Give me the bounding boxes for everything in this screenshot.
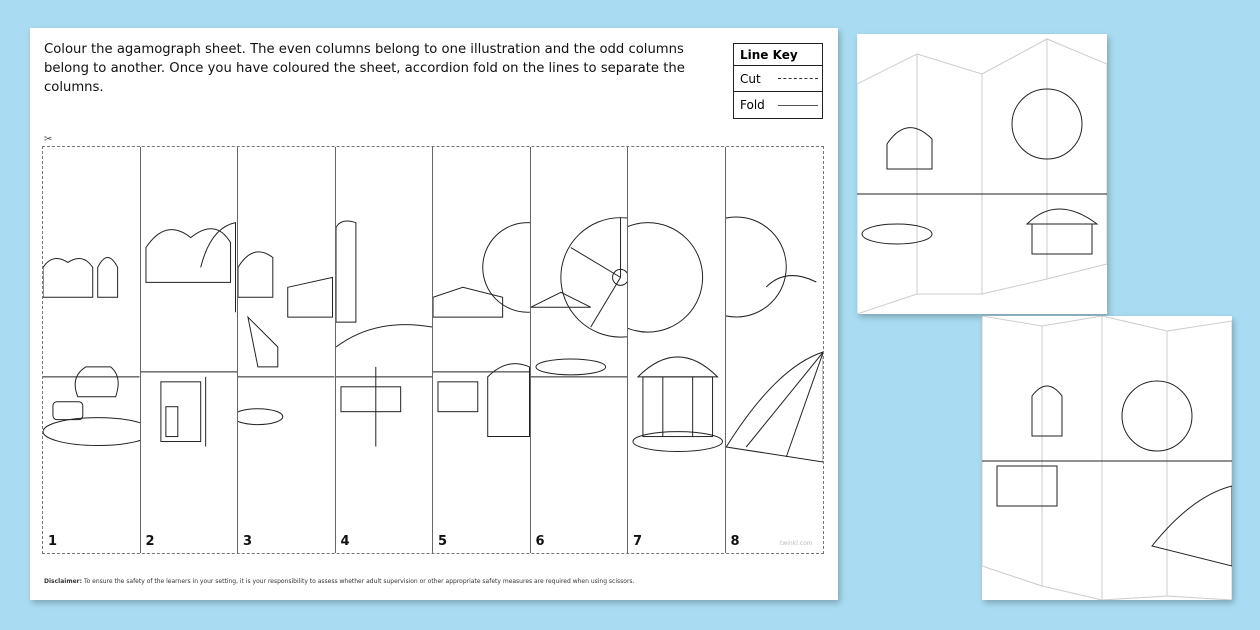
column-number: 5 <box>438 534 448 549</box>
column-number: 3 <box>243 534 253 549</box>
column-number: 2 <box>145 534 155 549</box>
column-4: 4 <box>335 147 433 553</box>
disclaimer-label: Disclaimer: <box>44 578 83 585</box>
column-8: 8 <box>725 147 823 553</box>
column-number: 7 <box>633 534 643 549</box>
column-5: 5 <box>433 147 531 553</box>
fairground-preview-illustration <box>982 316 1232 600</box>
folded-preview-bottom <box>982 316 1232 600</box>
agamograph-sheet: Colour the agamograph sheet. The even co… <box>30 28 838 600</box>
column-2: 2 <box>140 147 238 553</box>
fairground-illustration <box>433 222 530 438</box>
line-key-fold-label: Fold <box>740 98 765 112</box>
line-key: Line Key Cut Fold <box>733 43 823 119</box>
fairground-illustration <box>335 220 432 447</box>
line-key-title: Line Key <box>734 44 822 66</box>
scissor-icon: ✂ <box>44 134 53 145</box>
cut-line-sample <box>778 78 818 79</box>
line-key-fold-row: Fold <box>734 92 822 118</box>
fairground-illustration <box>238 251 335 426</box>
column-1: 1 <box>43 147 141 553</box>
folded-preview-top <box>857 34 1107 314</box>
column-3: 3 <box>238 147 336 553</box>
disclaimer-text: To ensure the safety of the learners in … <box>83 578 635 585</box>
fairground-illustration <box>43 256 140 446</box>
fairground-illustration <box>628 222 724 452</box>
fairground-illustration <box>725 216 823 463</box>
line-key-cut-label: Cut <box>740 71 761 86</box>
agamograph-strips: 1 2 3 <box>42 146 824 554</box>
fairground-illustration <box>140 222 237 447</box>
column-number: 1 <box>48 534 58 549</box>
instructions-text: Colour the agamograph sheet. The even co… <box>44 42 685 95</box>
fairground-illustration <box>530 217 627 378</box>
fold-line-sample <box>778 104 818 106</box>
column-7: 7 <box>628 147 726 553</box>
disclaimer: Disclaimer: To ensure the safety of the … <box>44 578 824 585</box>
column-number: 4 <box>340 534 350 549</box>
column-number: 8 <box>730 534 740 549</box>
fairground-preview-illustration <box>857 38 1107 314</box>
column-6: 6 <box>530 147 628 553</box>
line-key-cut-row: Cut <box>734 66 822 92</box>
column-number: 6 <box>535 534 545 549</box>
watermark: twinkl.com <box>780 540 813 547</box>
